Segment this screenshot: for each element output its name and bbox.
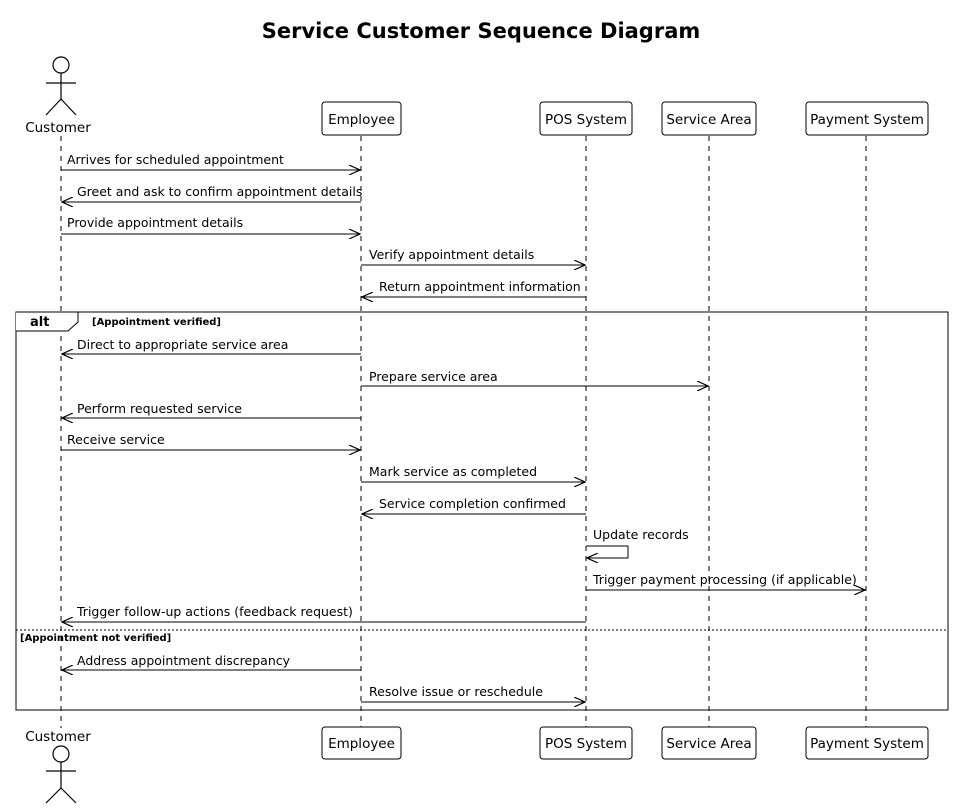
participant-label-service-area: Service Area (666, 736, 751, 752)
participant-payment-bottom: Payment System (805, 726, 929, 760)
message-label: Service completion confirmed (379, 496, 566, 511)
message-5: Return appointment information (362, 279, 586, 297)
message-14: Trigger follow-up actions (feedback requ… (62, 604, 586, 622)
participant-label-service-area: Service Area (666, 112, 751, 128)
message-13: Trigger payment processing (if applicabl… (586, 572, 865, 590)
participant-service-area-top: Service Area (661, 101, 757, 136)
message-label: Trigger follow-up actions (feedback requ… (76, 604, 353, 619)
message-label: Arrives for scheduled appointment (67, 152, 284, 167)
message-16: Resolve issue or reschedule (361, 684, 585, 702)
participant-pos-top: POS System (539, 101, 633, 136)
participant-label-pos: POS System (545, 736, 627, 752)
message-7: Prepare service area (361, 369, 708, 386)
actor-customer-top: Customer (25, 56, 91, 136)
message-label: Provide appointment details (67, 215, 243, 230)
message-3: Provide appointment details (61, 215, 360, 234)
participant-label-employee: Employee (328, 736, 395, 752)
participant-service-area-bottom: Service Area (661, 726, 757, 760)
participant-label-customer: Customer (25, 120, 91, 136)
message-label: Verify appointment details (369, 247, 534, 262)
message-label: Direct to appropriate service area (77, 337, 288, 352)
participant-payment-top: Payment System (805, 101, 929, 136)
diagram-title: Service Customer Sequence Diagram (262, 19, 701, 43)
message-8: Perform requested service (62, 401, 361, 418)
actor-icon (45, 56, 77, 116)
message-4: Verify appointment details (361, 247, 585, 265)
message-label: Receive service (67, 432, 165, 447)
participant-label-payment: Payment System (810, 736, 924, 752)
participant-employee-top: Employee (321, 101, 402, 136)
message-6: Direct to appropriate service area (62, 337, 361, 354)
participant-label-customer: Customer (25, 729, 91, 745)
participant-employee-bottom: Employee (321, 726, 402, 760)
alt-fragment-tab (16, 311, 79, 332)
actor-icon (45, 745, 77, 804)
message-2: Greet and ask to confirm appointment det… (62, 184, 362, 202)
message-12-self: Update records (586, 527, 689, 558)
message-label: Return appointment information (379, 279, 581, 294)
message-label: Resolve issue or reschedule (369, 684, 543, 699)
message-label: Greet and ask to confirm appointment det… (77, 184, 362, 199)
alt-guard-not-verified: [Appointment not verified] (20, 633, 171, 644)
actor-customer-bottom: Customer (25, 729, 91, 804)
message-label: Update records (593, 527, 689, 542)
alt-keyword: alt (30, 315, 49, 330)
participant-label-employee: Employee (328, 112, 395, 128)
alt-guard-verified: [Appointment verified] (92, 317, 221, 328)
message-label: Prepare service area (369, 369, 498, 384)
message-label: Mark service as completed (369, 464, 537, 479)
message-11: Service completion confirmed (362, 496, 586, 514)
message-15: Address appointment discrepancy (62, 653, 361, 670)
message-9: Receive service (61, 432, 360, 450)
message-10: Mark service as completed (361, 464, 585, 482)
message-label: Perform requested service (77, 401, 242, 416)
participant-label-pos: POS System (545, 112, 627, 128)
message-label: Address appointment discrepancy (77, 653, 291, 668)
message-1: Arrives for scheduled appointment (61, 152, 360, 170)
message-label: Trigger payment processing (if applicabl… (592, 572, 857, 587)
participant-label-payment: Payment System (810, 112, 924, 128)
participant-pos-bottom: POS System (539, 726, 633, 760)
alt-fragment: alt [Appointment verified] [Appointment … (15, 311, 949, 711)
